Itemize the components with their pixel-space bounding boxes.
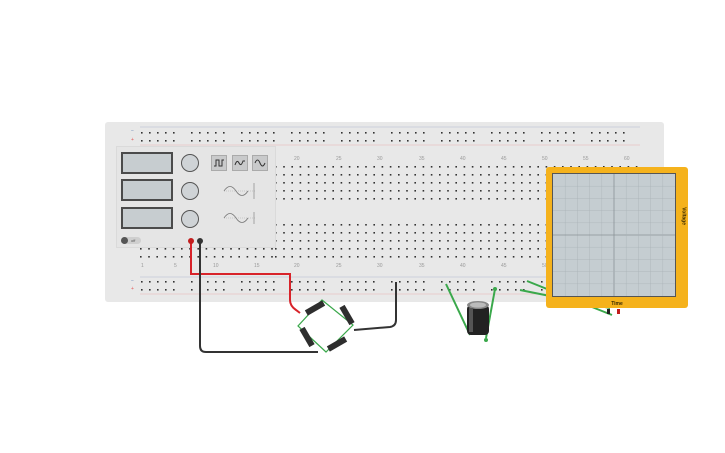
diode[interactable]: [304, 300, 326, 316]
column-number: 20: [294, 156, 300, 162]
column-number: 5: [174, 263, 177, 269]
rail-minus-symbol: −: [131, 278, 134, 284]
diode[interactable]: [339, 304, 355, 326]
red-terminal[interactable]: [188, 238, 194, 244]
amplitude-knob[interactable]: [181, 182, 199, 200]
column-number: 50: [542, 263, 548, 269]
column-number: 20: [294, 263, 300, 269]
triangle-wave-button[interactable]: [232, 155, 248, 171]
rail-plus-symbol: +: [131, 286, 134, 292]
square-wave-button[interactable]: [211, 155, 227, 171]
black-wire[interactable]: [199, 241, 318, 353]
column-number: 40: [460, 156, 466, 162]
electrolytic-capacitor[interactable]: [467, 301, 489, 335]
column-number: 60: [624, 156, 630, 162]
column-number: 40: [460, 263, 466, 269]
frequency-display: [121, 152, 173, 174]
column-number: 45: [501, 156, 507, 162]
column-number: 50: [542, 156, 548, 162]
probe-terminal-black[interactable]: [607, 309, 610, 314]
frequency-knob[interactable]: [181, 154, 199, 172]
scope-grid: [553, 174, 675, 296]
column-number: 15: [254, 263, 260, 269]
probe-terminal-red[interactable]: [617, 309, 620, 314]
oscilloscope-screen: [552, 173, 676, 297]
offset-display: [121, 207, 173, 229]
sine-wave-icon: [254, 159, 266, 167]
column-number: 25: [336, 263, 342, 269]
column-number: 35: [419, 156, 425, 162]
column-number: 1: [141, 263, 144, 269]
column-number: 30: [377, 156, 383, 162]
black-terminal[interactable]: [197, 238, 203, 244]
column-number: 35: [419, 263, 425, 269]
amplitude-display: [121, 179, 173, 201]
rail-plus-symbol: +: [131, 137, 134, 143]
column-number: 55: [583, 156, 589, 162]
square-wave-icon: [214, 159, 224, 167]
oscilloscope[interactable]: Time Voltage: [546, 167, 688, 308]
toggle-knob: [121, 237, 128, 244]
offset-knob[interactable]: [181, 210, 199, 228]
power-toggle[interactable]: off: [121, 237, 141, 244]
time-axis-label: Time: [611, 301, 623, 307]
column-number: 25: [336, 156, 342, 162]
voltage-axis-label: Voltage: [681, 207, 687, 225]
bridge-rectifier[interactable]: [297, 299, 355, 353]
column-number: 10: [213, 263, 219, 269]
column-number: 30: [377, 263, 383, 269]
power-toggle-label: off: [131, 238, 136, 243]
lead-end: [484, 338, 488, 342]
capacitor-lead[interactable]: [445, 283, 471, 336]
lead-end: [493, 287, 497, 291]
sine-wave-button[interactable]: [252, 155, 268, 171]
column-number: 45: [501, 263, 507, 269]
diode[interactable]: [299, 326, 315, 348]
triangle-wave-icon: [234, 160, 245, 166]
black-wire[interactable]: [353, 282, 397, 331]
red-wire[interactable]: [190, 241, 301, 314]
waveform-preview-icon: [223, 183, 256, 199]
offset-preview-icon: [223, 212, 256, 224]
rail-minus-symbol: −: [131, 128, 134, 134]
diode[interactable]: [326, 336, 348, 352]
